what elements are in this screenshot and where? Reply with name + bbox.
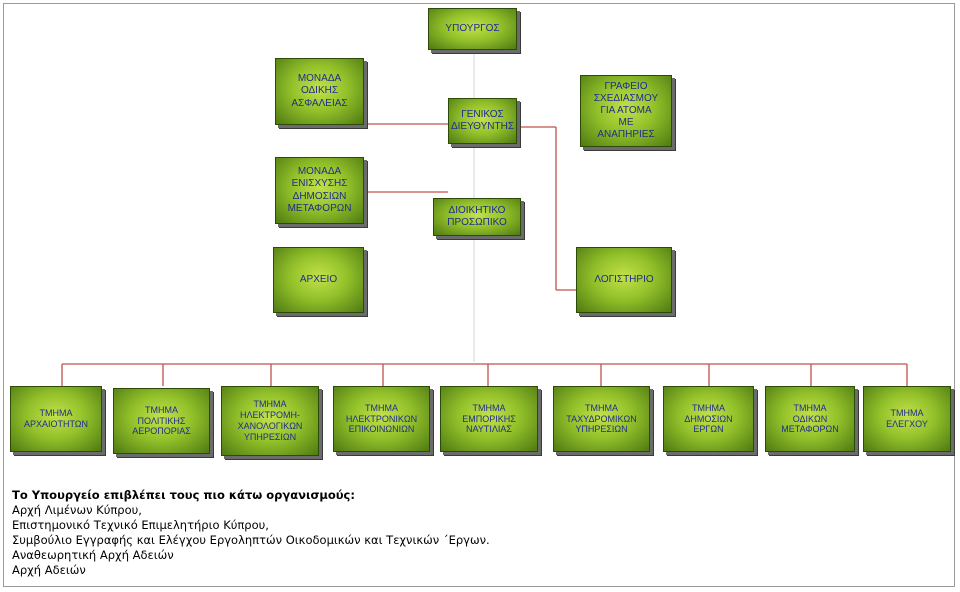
- department-label: ΤΜΗΜΑ ΑΡΧΑΙΟΤΗΤΩΝ: [23, 408, 89, 429]
- department-box: ΤΜΗΜΑ ΠΟΛΙΤΙΚΗΣ ΑΕΡΟΠΟΡΙΑΣ: [113, 388, 210, 454]
- department-box: ΤΜΗΜΑ ΕΜΠΟΡΙΚΗΣ ΝΑΥΤΙΛΙΑΣ: [440, 386, 538, 452]
- department-box: ΤΜΗΜΑ ΤΑΧΥΔΡΟΜΙΚΩΝ ΥΠΗΡΕΣΙΩΝ: [553, 386, 650, 452]
- department-label: ΤΜΗΜΑ ΕΜΠΟΡΙΚΗΣ ΝΑΥΤΙΛΙΑΣ: [462, 402, 516, 435]
- notes-heading: Το Υπουργείο επιβλέπει τους πιο κάτω οργ…: [12, 488, 355, 502]
- road-safety-unit-box: ΜΟΝΑΔΑ ΟΔΙΚΗΣ ΑΣΦΑΛΕΙΑΣ: [275, 58, 364, 125]
- accounting-label: ΛΟΓΙΣΤΗΡΙΟ: [594, 273, 654, 285]
- disability-planning-office-label: ΓΡΑΦΕΙΟ ΣΧΕΔΙΑΣΜΟΥ ΓΙΑ ΑΤΟΜΑ ΜΕ ΑΝΑΠΗΡΙΕ…: [593, 80, 659, 141]
- notes-item: Αρχή Λιμένων Κύπρου,: [12, 503, 142, 517]
- department-box: ΤΜΗΜΑ ΔΗΜΟΣΙΩΝ ΕΡΓΩΝ: [663, 386, 754, 452]
- minister-box: ΥΠΟΥΡΓΟΣ: [428, 8, 517, 50]
- department-label: ΤΜΗΜΑ ΔΗΜΟΣΙΩΝ ΕΡΓΩΝ: [684, 402, 733, 435]
- department-label: ΤΜΗΜΑ ΤΑΧΥΔΡΟΜΙΚΩΝ ΥΠΗΡΕΣΙΩΝ: [566, 402, 637, 435]
- public-transport-unit-box: ΜΟΝΑΔΑ ΕΝΙΣΧΥΣΗΣ ΔΗΜΟΣΙΩΝ ΜΕΤΑΦΟΡΩΝ: [275, 157, 364, 224]
- supervised-organizations: Το Υπουργείο επιβλέπει τους πιο κάτω οργ…: [12, 488, 490, 578]
- department-box: ΤΜΗΜΑ ΗΛΕΚΤΡΟΜΗ- ΧΑΝΟΛΟΓΙΚΩΝ ΥΠΗΡΕΣΙΩΝ: [221, 386, 319, 456]
- archive-box: ΑΡΧΕΙΟ: [273, 247, 364, 313]
- director-general-label: ΓΕΝΙΚΟΣ ΔΙΕΥΘΥΝΤΗΣ: [450, 108, 515, 132]
- archive-label: ΑΡΧΕΙΟ: [299, 273, 338, 285]
- notes-item: Συμβούλιο Εγγραφής και Ελέγχου Εργοληπτώ…: [12, 533, 490, 547]
- public-transport-unit-label: ΜΟΝΑΔΑ ΕΝΙΣΧΥΣΗΣ ΔΗΜΟΣΙΩΝ ΜΕΤΑΦΟΡΩΝ: [287, 166, 352, 214]
- connector-department-drops: [61, 364, 908, 386]
- department-box: ΤΜΗΜΑ ΗΛΕΚΤΡΟΝΙΚΩΝ ΕΠΙΚΟΙΝΩΝΙΩΝ: [333, 386, 430, 452]
- admin-staff-label: ΔΙΟΙΚΗΤΙΚΟ ΠΡΟΣΩΠΙΚΟ: [447, 204, 507, 228]
- notes-item: Αρχή Αδειών: [12, 563, 86, 577]
- department-label: ΤΜΗΜΑ ΗΛΕΚΤΡΟΜΗ- ΧΑΝΟΛΟΓΙΚΩΝ ΥΠΗΡΕΣΙΩΝ: [237, 399, 303, 442]
- department-label: ΤΜΗΜΑ ΠΟΛΙΤΙΚΗΣ ΑΕΡΟΠΟΡΙΑΣ: [132, 404, 191, 437]
- road-safety-unit-label: ΜΟΝΑΔΑ ΟΔΙΚΗΣ ΑΣΦΑΛΕΙΑΣ: [291, 73, 348, 109]
- department-label: ΤΜΗΜΑ ΕΛΕΓΧΟΥ: [886, 408, 928, 429]
- department-box: ΤΜΗΜΑ ΟΔΙΚΩΝ ΜΕΤΑΦΟΡΩΝ: [765, 386, 855, 452]
- disability-planning-office-box: ΓΡΑΦΕΙΟ ΣΧΕΔΙΑΣΜΟΥ ΓΙΑ ΑΤΟΜΑ ΜΕ ΑΝΑΠΗΡΙΕ…: [580, 75, 672, 147]
- notes-item: Αναθεωρητική Αρχή Αδειών: [12, 548, 174, 562]
- minister-label: ΥΠΟΥΡΓΟΣ: [445, 22, 500, 34]
- department-box: ΤΜΗΜΑ ΑΡΧΑΙΟΤΗΤΩΝ: [10, 386, 102, 452]
- department-box: ΤΜΗΜΑ ΕΛΕΓΧΟΥ: [863, 386, 951, 452]
- admin-staff-box: ΔΙΟΙΚΗΤΙΚΟ ΠΡΟΣΩΠΙΚΟ: [433, 198, 521, 236]
- accounting-box: ΛΟΓΙΣΤΗΡΙΟ: [576, 247, 672, 313]
- department-label: ΤΜΗΜΑ ΗΛΕΚΤΡΟΝΙΚΩΝ ΕΠΙΚΟΙΝΩΝΙΩΝ: [345, 402, 418, 435]
- director-general-box: ΓΕΝΙΚΟΣ ΔΙΕΥΘΥΝΤΗΣ: [448, 98, 517, 144]
- department-label: ΤΜΗΜΑ ΟΔΙΚΩΝ ΜΕΤΑΦΟΡΩΝ: [781, 402, 839, 435]
- notes-item: Επιστημονικό Τεχνικό Επιμελητήριο Κύπρου…: [12, 518, 269, 532]
